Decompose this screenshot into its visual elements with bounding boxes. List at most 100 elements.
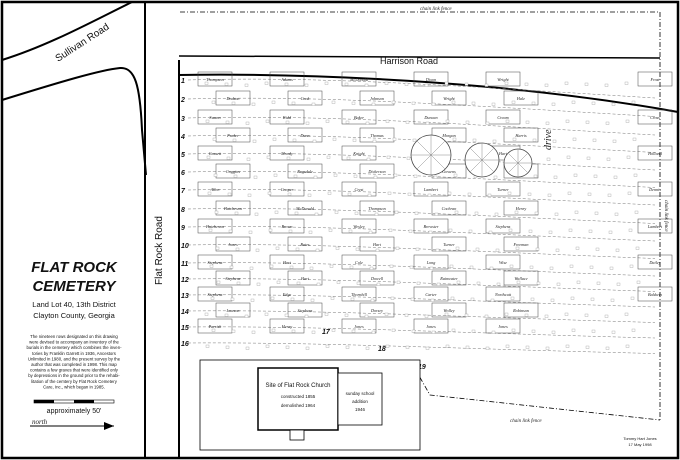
grave-marker: [451, 328, 456, 332]
grave-marker: [627, 191, 632, 195]
grave-marker: [547, 193, 552, 197]
grave-marker: [448, 228, 453, 232]
row-line: [187, 171, 656, 188]
grave-marker: [485, 121, 490, 125]
family-name: Hutcheson: [205, 224, 224, 229]
grave-marker: [389, 264, 394, 268]
location-line1: Land Lot 40, 13th District: [32, 300, 116, 309]
family-name: Wright: [443, 96, 455, 101]
family-name: Stephens: [298, 308, 313, 313]
grave-marker: [512, 137, 517, 141]
row-number: 1: [181, 78, 185, 85]
family-name: Swann: [209, 115, 220, 120]
family-name: Rainwater: [439, 276, 458, 281]
family-name: Stephens: [208, 260, 223, 265]
grave-marker: [367, 193, 372, 197]
grave-marker: [375, 248, 380, 252]
grave-marker: [304, 83, 309, 87]
grave-marker: [535, 247, 540, 251]
tree-icon: [410, 134, 452, 176]
grave-marker: [575, 246, 580, 250]
description-line: Unlimited in 1980, and the present surve…: [28, 356, 121, 361]
grave-marker: [589, 265, 594, 269]
grave-marker: [410, 297, 415, 301]
grave-marker: [287, 192, 292, 196]
grave-marker: [449, 264, 454, 268]
grave-marker: [435, 248, 440, 252]
grave-marker: [351, 329, 356, 333]
grave-plot: Thornhill: [341, 286, 377, 302]
grave-marker: [433, 175, 438, 179]
grave-marker: [328, 228, 333, 232]
family-name: Hart: [282, 260, 292, 265]
grave-marker: [346, 156, 351, 160]
grave-plot: McDonald: [341, 71, 377, 87]
row-number: 3: [181, 116, 185, 123]
grave-marker: [425, 121, 430, 125]
grave-marker: [465, 120, 470, 124]
grave-marker: [413, 174, 418, 178]
grave-marker: [613, 175, 618, 179]
grave-marker: [616, 282, 621, 286]
grave-plot: Robinson: [503, 302, 539, 318]
grave-marker: [404, 313, 409, 317]
grave-plot: Dunn: [287, 127, 323, 143]
grave-marker: [230, 297, 235, 301]
family-name: Jones: [426, 324, 436, 329]
grave-marker: [224, 313, 229, 317]
grave-marker: [326, 155, 331, 159]
family-name: Dowell: [370, 276, 384, 281]
grave-plot: Moody: [269, 145, 305, 161]
grave-marker: [564, 81, 569, 85]
grave-marker: [552, 139, 557, 143]
grave-marker: [549, 266, 554, 270]
family-name: Moody: [280, 151, 293, 156]
grave-marker: [514, 210, 519, 214]
grave-marker: [490, 298, 495, 302]
grave-marker: [469, 265, 474, 269]
grave-marker: [244, 314, 249, 318]
row-line: [187, 226, 656, 242]
grave-plot: Lawson: [215, 302, 251, 318]
grave-marker: [236, 281, 241, 285]
grave-marker: [531, 329, 536, 333]
grave-marker: [565, 344, 570, 348]
grave-marker: [369, 266, 374, 270]
grave-marker: [228, 229, 233, 233]
grave-marker: [227, 192, 232, 196]
grave-plot: Parker: [215, 127, 251, 143]
grave-plot: Baldwin: [637, 286, 673, 302]
grave-marker: [407, 192, 412, 196]
grave-marker: [265, 119, 270, 123]
grave-marker: [226, 156, 231, 160]
grave-marker: [391, 328, 396, 332]
grave-marker: [206, 155, 211, 159]
grave-plot: Dorsey: [359, 302, 395, 318]
family-name: McDonald: [295, 206, 315, 211]
grave-plot: Dodson: [215, 90, 251, 106]
grave-plot: Jones: [341, 318, 377, 334]
grave-marker: [465, 345, 470, 349]
grave-plot: Frost: [637, 71, 673, 87]
grave-marker: [213, 173, 218, 177]
grave-marker: [272, 137, 277, 141]
grave-marker: [630, 296, 635, 300]
grave-marker: [529, 265, 534, 269]
family-name: Adams: [280, 77, 293, 82]
grave-marker: [455, 246, 460, 250]
family-name: Thornhill: [351, 292, 368, 297]
grave-marker: [633, 173, 638, 177]
family-name: Lawson: [225, 308, 239, 313]
grave-marker: [505, 119, 510, 123]
grave-marker: [568, 228, 573, 232]
family-name: Wright: [497, 77, 509, 82]
row-number: 14: [181, 309, 189, 316]
school-line1: sunday school: [346, 391, 375, 396]
drive-label: drive: [543, 129, 554, 150]
description-line: author that was completed in 1998. This …: [31, 362, 117, 367]
grave-marker: [468, 229, 473, 233]
grave-marker: [430, 298, 435, 302]
family-name: Wesley: [353, 224, 365, 229]
grave-marker: [245, 346, 250, 350]
